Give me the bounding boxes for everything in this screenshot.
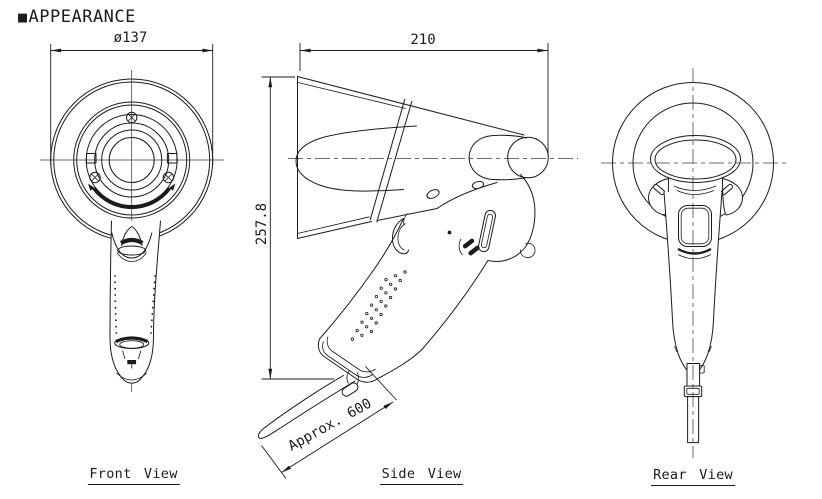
section-title-text: APPEARANCE — [28, 7, 136, 27]
front-diameter-dimension — [50, 44, 214, 165]
side-view-label: Side View — [379, 467, 464, 485]
front-view-label: Front View — [87, 467, 180, 485]
front-rotation-arc-arrow — [88, 183, 176, 210]
side-strap-dimension — [261, 366, 397, 479]
front-handle-outline — [109, 220, 161, 384]
side-strap — [257, 370, 359, 439]
side-height-dimension — [261, 76, 334, 380]
front-view-drawing — [40, 44, 224, 392]
side-screw-hole-right — [471, 180, 485, 190]
front-screw-left — [89, 171, 101, 184]
side-talk-switch[interactable] — [458, 238, 480, 257]
side-horn — [295, 76, 525, 239]
rear-battery-door[interactable] — [677, 205, 712, 260]
front-screw-right — [162, 171, 175, 184]
front-clip-left — [86, 153, 97, 164]
front-grip-dots — [114, 275, 156, 334]
side-indicator-dot — [447, 230, 452, 235]
side-grip-dots — [350, 270, 407, 341]
front-mic-cap — [116, 226, 147, 262]
side-strap-lug — [478, 209, 496, 253]
rear-view-drawing — [601, 68, 786, 458]
side-rear-cap — [468, 134, 549, 181]
rear-mic-oval — [650, 135, 741, 183]
rear-strap — [683, 363, 705, 444]
rear-wing-right — [722, 178, 743, 216]
section-marker-icon: ■ — [18, 7, 28, 26]
side-trigger — [391, 218, 409, 255]
side-height-dim-label: 257.8 — [254, 202, 270, 246]
side-view-drawing — [257, 43, 578, 479]
side-width-dim-label: 210 — [410, 31, 436, 48]
front-screw-top — [126, 111, 138, 124]
side-body — [317, 174, 536, 383]
rear-joint-arcs — [673, 185, 717, 195]
front-handle — [110, 221, 161, 384]
front-bulb-details — [114, 336, 150, 369]
side-screw-hole-left — [426, 189, 440, 199]
rear-handle-outline — [663, 191, 723, 376]
front-diameter-dim-label: ø137 — [113, 30, 148, 46]
section-title: ■ APPEARANCE — [18, 7, 136, 27]
rear-view-label: Rear View — [651, 468, 735, 486]
side-inner-flare — [295, 125, 417, 192]
front-clip-right — [166, 153, 178, 164]
side-width-dimension — [299, 43, 549, 156]
